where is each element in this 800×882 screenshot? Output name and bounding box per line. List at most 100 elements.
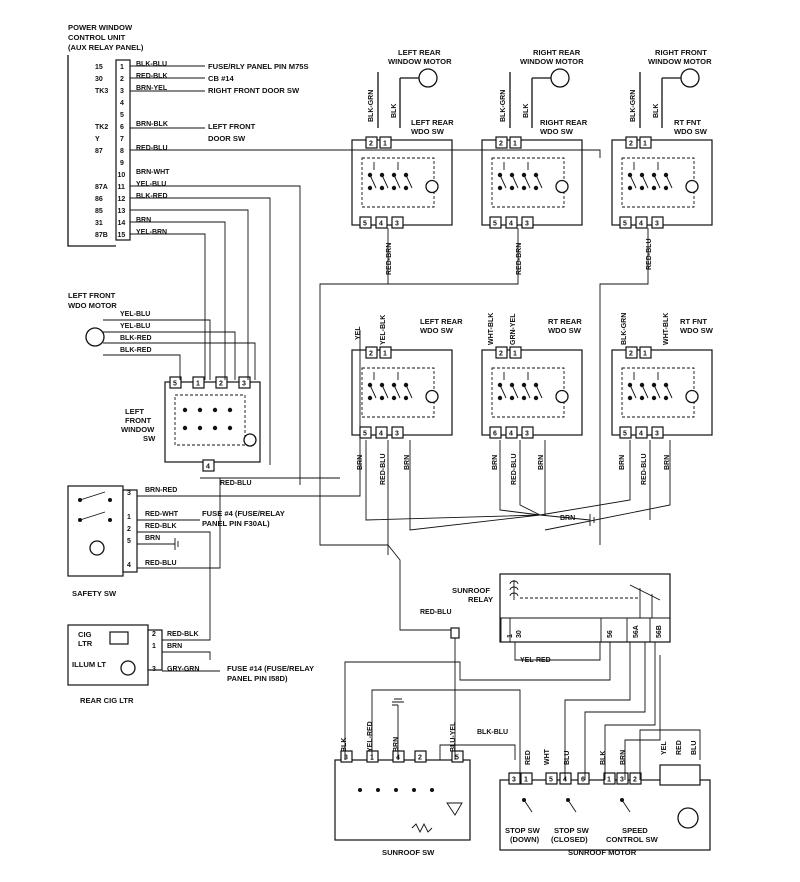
rf-top-sw-bot-pin-2-box	[651, 216, 664, 229]
pwcu-term-10: 87A	[95, 184, 108, 191]
lr-top-sw-top-pin-1-label: 1	[383, 141, 387, 148]
rf-mid-sw-top-pin-0-box	[625, 346, 638, 359]
rf-mid-sw-dot-b3	[663, 395, 669, 401]
lr-mid-sw-bot-pin-1-label: 4	[379, 431, 383, 438]
sunroof-leads	[344, 642, 701, 780]
sunroof-sw-pin-0-label: 3	[344, 755, 348, 762]
motor-wire-brn: BRN	[620, 750, 627, 765]
motor-wire-blu-2: BLU	[691, 741, 698, 755]
lr-motor: LEFT REAR WINDOW MOTOR BLK-GRN BLK	[368, 48, 452, 128]
sunroof-feed-red-blu: RED-BLU	[420, 609, 452, 616]
pwcu-pin-4: 5	[120, 112, 124, 119]
lr-mid-sw-top-pin-1-box	[379, 346, 392, 359]
cig-pin-0: 2	[152, 631, 156, 638]
rr-top-sw-top-pin-1-box	[509, 136, 522, 149]
sunroof-relay-label-1: SUNROOF	[452, 586, 490, 595]
pwcu-term-2: TK3	[95, 88, 108, 95]
pwcu-pin-6: 7	[120, 136, 124, 143]
inline-fuse	[450, 627, 460, 639]
sunroof-motor-label: SUNROOF MOTOR	[568, 848, 637, 857]
lf-sw-pin-2-box	[215, 376, 228, 389]
rr-mid-sw-bot-pin-0-label: 6	[493, 431, 497, 438]
sunroof-sw-box	[334, 759, 471, 841]
lr-top-sw-arrows	[373, 162, 399, 170]
rr-top-sw-bot-pin-2-label: 3	[525, 221, 529, 228]
lr-top-sw-bot-pin-2-box	[391, 216, 404, 229]
lf-window-sw-label-1: LEFT	[125, 407, 144, 416]
pwcu-pin-8: 9	[120, 160, 124, 167]
rr-motor-label-1: RIGHT REAR	[533, 48, 581, 57]
lf-wire-yel-blu-1: YEL-BLU	[120, 311, 150, 318]
sunroof-motor-pin-5-label: 1	[607, 777, 611, 784]
lf-sw-dot-a2	[212, 407, 218, 413]
sunroof-motor-pin-3-box	[559, 772, 572, 785]
rr-mid-sw-top-pin-0-label: 2	[499, 351, 503, 358]
sunroof-sw-dot-2	[394, 788, 398, 792]
rr-mid-sw-contact-2	[523, 384, 531, 399]
pwcu-wire-7: RED-BLU	[136, 145, 168, 152]
lf-wire-blk-red-2: BLK-RED	[120, 347, 152, 354]
rr-motor-label-2: WINDOW MOTOR	[520, 57, 584, 66]
lr-top-sw-contact-1	[381, 174, 389, 189]
lf-sw-bottom-pin-box	[202, 459, 215, 472]
safety-switch: SAFETY SW	[67, 485, 138, 598]
sunroof-sw-pin-2-box	[392, 750, 405, 763]
rr-mid-sw-contact-0	[499, 384, 507, 399]
lf-window-sw-label-2: FRONT	[125, 416, 152, 425]
rf-top-sw-top-pin-0-box	[625, 136, 638, 149]
lr-top-sw-contact-2	[393, 174, 401, 189]
rf-top-sw-dot-b3	[663, 185, 669, 191]
rr-mid-sw-lamp	[555, 389, 569, 404]
rf-wdo-sw-mid-label-1: RT FNT	[680, 317, 707, 326]
sunroof-sw-wire-yel-red: YEL-RED	[367, 721, 374, 752]
sunroof-sw-label: SUNROOF SW	[382, 848, 435, 857]
cig-ltr-label-2: LTR	[78, 639, 93, 648]
rr-wire-blk-grn: BLK-GRN	[500, 90, 507, 122]
rf-mid-sw-contact-2	[653, 384, 661, 399]
rr-mb-wire-brn-1: BRN	[492, 455, 499, 470]
stop-sw-closed-label-1: STOP SW	[554, 826, 590, 835]
sunroof-motor-pin-2-box	[545, 772, 558, 785]
rr-mid-sw-bot-pin-0-box	[489, 426, 502, 439]
lf-sw-dot-a3	[227, 407, 233, 413]
pwcu-term-11: 86	[95, 196, 103, 203]
pwcu-wire-9: BRN-WHT	[136, 169, 170, 176]
lr-top-sw-dot-b2	[391, 185, 397, 191]
rr-top-sw-arrows	[503, 162, 529, 170]
rr-red-brn	[388, 228, 519, 285]
sunroof-relay-box	[499, 573, 671, 643]
lf-sw-pin-1-box	[192, 376, 205, 389]
pwcu-pin-0: 1	[120, 64, 124, 71]
rf-mid-sw-top-pin-1-label: 1	[643, 351, 647, 358]
interconnect-wires	[103, 65, 701, 780]
pwcu-pin-3: 4	[120, 100, 124, 107]
rf-mid-sw-bot-pin-1-box	[635, 426, 648, 439]
rf-red-blu	[599, 228, 649, 545]
sunroof-motor-pin-6-box	[616, 772, 629, 785]
lr-mid-sw-contact-1	[381, 384, 389, 399]
lr-mb-wire-brn-2: BRN	[404, 455, 411, 470]
sunroof-motor: SUNROOF MOTOR STOP SW (DOWN) STOP SW (CL…	[499, 779, 711, 857]
lr-wdo-sw-mid-label-1: LEFT REAR	[420, 317, 463, 326]
rr-wire-red-brn: RED-BRN	[516, 243, 523, 275]
lf-wire-yel-blu-2: YEL-BLU	[120, 323, 150, 330]
pwcu-term-0: 15	[95, 64, 103, 71]
rf-mid-sw-bot-pin-2-box	[651, 426, 664, 439]
rr-mid-wire-grn-yel: GRN-YEL	[510, 313, 517, 345]
lf-sw-pin-2-label: 2	[219, 381, 223, 388]
pwcu-wire-10: YEL-BLU	[136, 181, 166, 188]
rr-top-sw-contact-1	[511, 174, 519, 189]
pwcu-pin-1: 2	[120, 76, 124, 83]
safety-pin-4: 4	[127, 562, 131, 569]
lr-mid-sw-bot-pin-1-box	[375, 426, 388, 439]
lf-sw-dot-b2	[212, 425, 218, 431]
lf-sw-lamp	[243, 433, 257, 447]
pwcu-pin-13: 14	[118, 220, 126, 227]
rf-motor-label-2: WINDOW MOTOR	[648, 57, 712, 66]
rr-top-sw-contact-0	[499, 174, 507, 189]
cig-pin-2: 3	[152, 666, 156, 673]
safety-sw-lamp	[89, 540, 105, 556]
rr-top-sw-bot-pin-1-label: 4	[509, 221, 513, 228]
